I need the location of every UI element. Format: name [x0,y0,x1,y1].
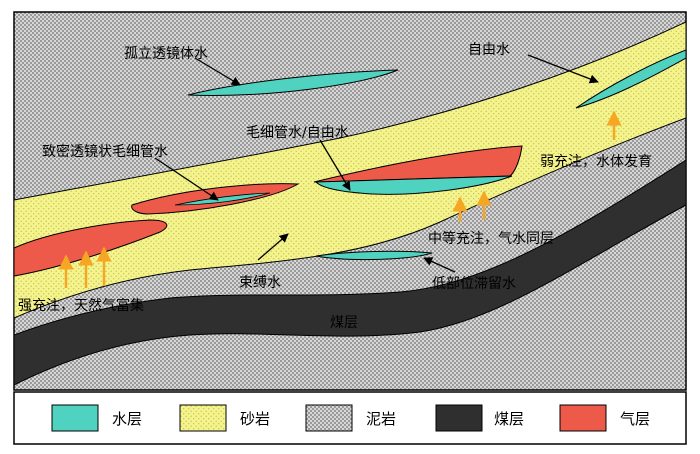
pointer-arrows [154,54,599,273]
legend-label-sandstone: 砂岩 [240,410,270,428]
medium-fill-arrows [452,190,492,222]
label-low-stagnant-water: 低部位滞留水 [432,276,516,292]
strong-fill-arrows [58,246,112,288]
legend-swatch-coal [435,404,483,432]
label-medium-fill: 中等充注，气水同层 [428,230,554,247]
legend-item-mudstone: 泥岩 [305,404,396,432]
coal-seam [14,159,686,386]
free-water-lens [575,49,686,109]
legend-label-coal: 煤层 [494,410,524,428]
dense-lens-capillary-water [174,192,271,206]
label-bound-water: 束缚水 [239,274,281,291]
label-free-water: 自由水 [468,42,510,58]
legend-label-water: 水层 [112,410,142,428]
label-coal-seam: 煤层 [330,315,358,331]
legend-swatch-mudstone [305,404,353,432]
legend-swatch-sandstone [179,404,227,432]
legend-label-mudstone: 泥岩 [366,410,396,428]
legend-swatch-water [51,404,99,432]
legend-item-sandstone: 砂岩 [179,404,270,432]
label-capillary-free-water: 毛细管水/自由水 [246,125,349,141]
label-strong-fill: 强充注，天然气富集 [18,297,144,314]
low-stagnant-water-lens [315,250,433,261]
medium-lens-water [314,175,513,195]
label-dense-lens-capillary: 致密透镜状毛细管水 [42,143,168,160]
legend-swatch-gas [559,404,607,432]
sandstone-layer [14,21,686,319]
legend-item-coal: 煤层 [435,404,524,432]
legend-item-water-layer: 水层 [51,404,142,432]
label-isolated-lens-water: 孤立透镜体水 [124,46,208,62]
legend-item-gas: 气层 [559,404,650,432]
label-weak-fill: 弱充注，水体发育 [540,154,652,170]
medium-lens-gas [313,145,523,183]
legend-label-gas: 气层 [620,410,650,428]
isolated-lens-water-body [187,69,399,96]
